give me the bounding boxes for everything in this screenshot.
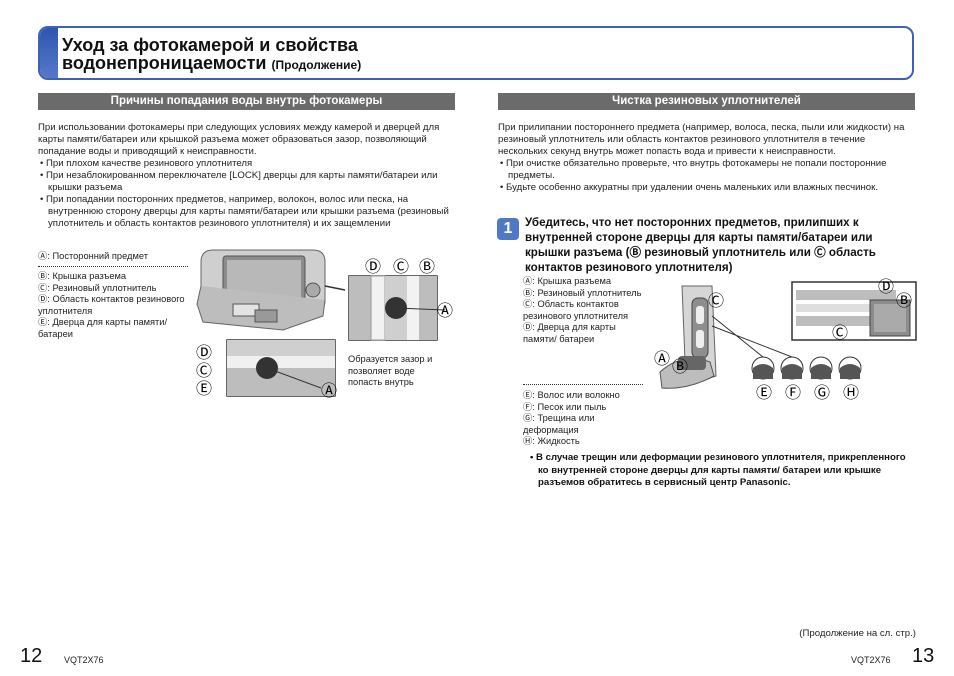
marker-a-top: Ⓐ <box>437 301 453 320</box>
right-legend-divider <box>523 384 643 385</box>
marker-c-right: Ⓒ <box>832 323 848 342</box>
marker-b-right: Ⓑ <box>896 291 912 310</box>
left-legend-top: Ⓐ: Посторонний предмет <box>38 251 148 261</box>
continued-note: (Продолжение на сл. стр.) <box>799 628 916 639</box>
right-legend-f: Ⓕ: Песок или пыль <box>523 401 607 412</box>
left-legend-e: Ⓔ: Дверца для карты памяти/ батареи <box>38 317 168 339</box>
marker-b-left: Ⓑ <box>672 357 688 376</box>
right-legend-e: Ⓔ: Волос или волокно <box>523 390 620 400</box>
right-legend-c: Ⓒ: Область контактов резинового уплотнит… <box>523 299 629 321</box>
right-legend-h: Ⓗ: Жидкость <box>523 436 580 447</box>
right-legend-g: Ⓖ: Трещина или деформация <box>523 413 595 435</box>
right-legend-a: Ⓐ: Крышка разъема <box>523 276 612 286</box>
marker-c-left: Ⓒ <box>708 291 724 310</box>
card-slot-closeup <box>791 281 917 341</box>
right-intro: При прилипании постороннего предмета (на… <box>498 122 905 157</box>
model-code-right: VQT2X76 <box>851 655 891 665</box>
step-instruction: Убедитесь, что нет посторонних предметов… <box>525 216 876 274</box>
left-bullet-1: • При плохом качестве резинового уплотни… <box>40 158 253 169</box>
marker-h: Ⓗ <box>843 383 859 402</box>
left-seal-diagram: Ⓓ Ⓒ Ⓑ Ⓐ Ⓓ Ⓒ Ⓔ Ⓐ <box>196 249 453 398</box>
left-intro: При использовании фотокамеры при следующ… <box>38 122 440 157</box>
marker-c-top: Ⓒ <box>393 257 409 276</box>
left-legend: Ⓑ: Крышка разъема Ⓒ: Резиновый уплотните… <box>38 271 193 341</box>
gap-note: Образуется зазор и позволяет воде попаст… <box>348 354 433 388</box>
right-section-title: Чистка резиновых уплотнителей <box>498 93 915 110</box>
marker-g: Ⓖ <box>814 383 830 402</box>
camera-illustration <box>196 249 346 331</box>
marker-f: Ⓕ <box>785 383 801 402</box>
right-legend-d: Ⓓ: Дверца для карты памяти/ батареи <box>523 322 616 344</box>
title-suffix: (Продолжение) <box>271 58 362 72</box>
left-legend-b: Ⓑ: Крышка разъема <box>38 271 127 281</box>
right-legend: Ⓐ: Крышка разъема Ⓑ: Резиновый уплотните… <box>523 276 643 346</box>
marker-a: Ⓐ <box>654 349 670 368</box>
right-text-block: При прилипании постороннего предмета (на… <box>498 122 916 194</box>
title-box <box>38 26 914 80</box>
right-legend-2: Ⓔ: Волос или волокно Ⓕ: Песок или пыль Ⓖ… <box>523 390 643 448</box>
page-number-right: 13 <box>912 645 935 667</box>
left-legend-d: Ⓓ: Область контактов резинового уплотнит… <box>38 294 185 316</box>
left-section-title: Причины попадания воды внутрь фотокамеры <box>38 93 455 110</box>
step-number-badge: 1 <box>497 218 519 240</box>
seal-closeup-bottom <box>226 339 336 397</box>
marker-d-bottom: Ⓓ <box>196 343 212 362</box>
title-accent-bar <box>40 28 58 78</box>
title-line-1: Уход за фотокамерой и свойства <box>62 35 358 55</box>
left-legend-divider <box>38 266 188 267</box>
marker-e: Ⓔ <box>756 383 772 402</box>
marker-b-top: Ⓑ <box>419 257 435 276</box>
left-legend-c: Ⓒ: Резиновый уплотнитель <box>38 282 157 293</box>
left-bullet-3: • При попадании посторонних предметов, н… <box>40 194 449 229</box>
left-bullet-2: • При незаблокированном переключателе [L… <box>40 170 438 193</box>
camera-open-doors <box>659 285 717 389</box>
marker-d: Ⓓ <box>878 277 894 296</box>
seal-closeup-top <box>348 275 446 341</box>
page-number-left: 12 <box>20 645 43 667</box>
service-note: • В случае трещин или деформации резинов… <box>530 452 906 488</box>
right-bullet-2: • Будьте особенно аккуратны при удалении… <box>500 182 878 193</box>
right-legend-b: Ⓑ: Резиновый уплотнитель <box>523 287 642 298</box>
contaminant-circles <box>711 315 862 380</box>
marker-a-bottom: Ⓐ <box>321 381 337 398</box>
model-code-left: VQT2X76 <box>64 655 104 665</box>
left-text-block: При использовании фотокамеры при следующ… <box>38 122 458 230</box>
marker-c-bottom: Ⓒ <box>196 361 212 380</box>
page-title: Уход за фотокамерой и свойства водонепро… <box>62 36 361 74</box>
title-line-2: водонепроницаемости <box>62 53 267 73</box>
marker-d-top: Ⓓ <box>365 257 381 276</box>
right-seal-diagram: Ⓒ Ⓐ Ⓑ Ⓓ Ⓑ Ⓒ Ⓔ Ⓕ Ⓖ Ⓗ <box>654 277 917 402</box>
right-bullet-1: • При очистке обязательно проверьте, что… <box>500 158 887 181</box>
marker-e-bottom: Ⓔ <box>196 379 212 398</box>
